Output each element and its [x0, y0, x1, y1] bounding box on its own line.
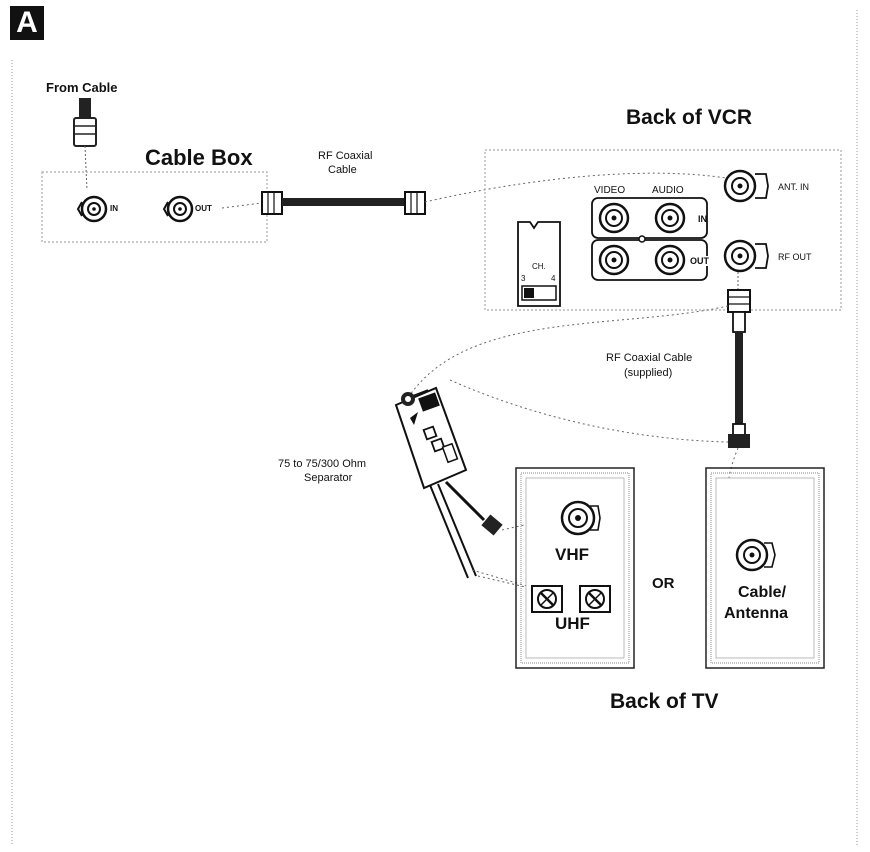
separator: [394, 386, 503, 579]
audio-label: AUDIO: [652, 185, 684, 196]
cable-box-in-jack: [76, 195, 108, 223]
separator-label-line2: Separator: [304, 472, 353, 484]
uhf-terminal-right: [579, 585, 611, 613]
uhf-terminal-left: [531, 585, 563, 613]
rf-coaxial-label-line2: Cable: [328, 164, 357, 176]
vcr-out-label: OUT: [690, 256, 709, 266]
rf-coaxial-supplied-line2: (supplied): [624, 367, 673, 379]
cable-antenna-jack: [735, 538, 776, 572]
vcr-back-panel: [484, 149, 842, 311]
vhf-jack: [560, 500, 601, 536]
cable-box-in-label: IN: [110, 204, 118, 213]
from-cable-label: From Cable: [46, 80, 118, 95]
rf-coaxial-label-line1: RF Coaxial: [318, 150, 373, 162]
rf-out-label: RF OUT: [778, 252, 812, 262]
uhf-label: UHF: [555, 614, 590, 633]
back-of-vcr-label: Back of VCR: [626, 106, 753, 129]
ch4-label: 4: [551, 274, 556, 283]
incoming-cable-plug: [73, 98, 97, 191]
ch-label: CH.: [532, 262, 546, 271]
cable-box-out-jack: [162, 195, 194, 223]
audio-in-jack: [654, 202, 686, 234]
figure-badge: A: [10, 6, 44, 40]
cable-box-out-label: OUT: [195, 204, 212, 213]
back-of-tv-label: Back of TV: [610, 690, 719, 713]
rf-coaxial-cable-horizontal: [261, 191, 426, 215]
tv-panel-vhf-uhf: [515, 467, 635, 669]
vhf-label: VHF: [555, 545, 589, 564]
audio-out-jack: [654, 244, 686, 276]
channel-switch: [517, 221, 561, 307]
video-label: VIDEO: [594, 185, 626, 196]
tv-panel-cable-antenna: [705, 467, 825, 669]
separator-label-line1: 75 to 75/300 Ohm: [278, 458, 367, 470]
or-label: OR: [652, 575, 675, 592]
cable-antenna-line1: Cable/: [738, 584, 787, 601]
rf-coaxial-cable-vertical: [727, 289, 751, 448]
rf-coaxial-supplied-line1: RF Coaxial Cable: [606, 352, 693, 364]
ant-in-jack: [723, 169, 769, 203]
video-out-jack: [598, 244, 630, 276]
cable-antenna-line2: Antenna: [724, 605, 788, 622]
rf-out-jack: [723, 239, 769, 273]
vcr-in-label: IN: [698, 214, 707, 224]
ch3-label: 3: [521, 274, 526, 283]
ant-in-label: ANT. IN: [778, 182, 810, 192]
cable-box-label: Cable Box: [145, 145, 253, 170]
video-in-jack: [598, 202, 630, 234]
